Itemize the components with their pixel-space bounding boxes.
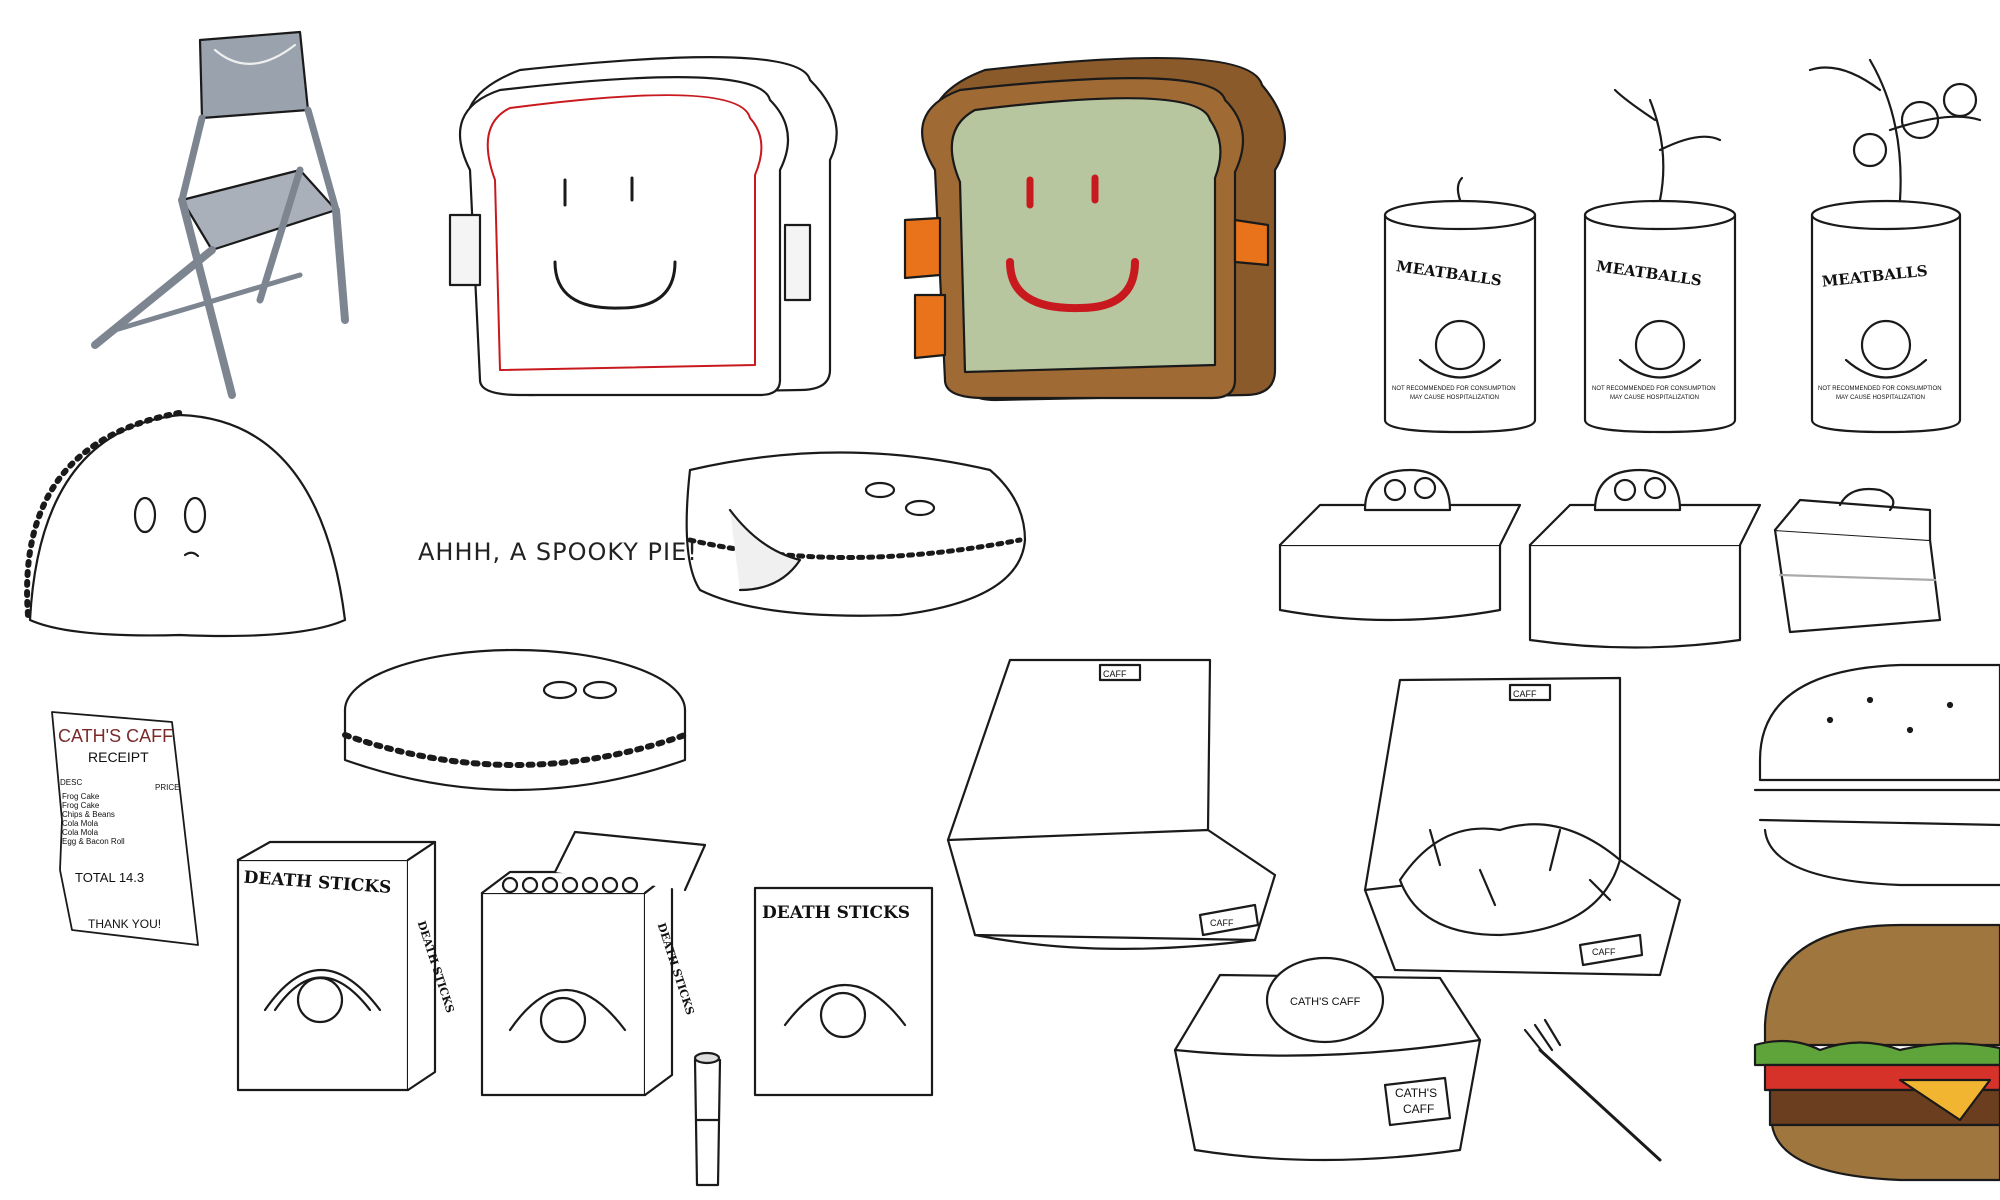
meatball-can-1: [1383, 176, 1537, 434]
receipt-item: Egg & Bacon Roll: [62, 837, 125, 846]
pasty-illustration: [24, 409, 347, 638]
receipt-col-desc: DESC: [60, 778, 82, 787]
receipt-heading: RECEIPT: [88, 749, 149, 765]
receipt-item: Frog Cake: [62, 801, 100, 810]
pasta-box-side-tag: CAFF: [1592, 947, 1616, 957]
receipt-col-price: PRICE: [155, 783, 179, 792]
receipt-thanks: THANK YOU!: [88, 917, 161, 931]
can-3-warning-1: NOT RECOMMENDED FOR CONSUMPTION: [1818, 386, 1942, 392]
receipt-total: TOTAL 14.3: [75, 870, 144, 885]
death-sticks-card: [753, 886, 934, 1097]
toast-colored-illustration: [903, 56, 1287, 402]
box-lid-tag: CAFF: [1103, 669, 1127, 679]
box-side-tag: CAFF: [1210, 918, 1234, 928]
receipt-shop-name: CATH'S CAFF: [58, 726, 173, 746]
can-2-warning-2: MAY CAUSE HOSPITALIZATION: [1610, 395, 1699, 401]
meatball-can-2: [1583, 88, 1737, 434]
closed-box-stamp-name: CATH'S CAFF: [1290, 996, 1361, 1008]
can-2-warning-1: NOT RECOMMENDED FOR CONSUMPTION: [1592, 386, 1716, 392]
can-3-warning-2: MAY CAUSE HOSPITALIZATION: [1836, 395, 1925, 401]
closed-box-sticker-2: CAFF: [1403, 1102, 1434, 1116]
takeaway-box-closed: [1173, 956, 1482, 1162]
frog-cake-1: [1278, 468, 1522, 622]
closed-box-sticker-1: CATH'S: [1395, 1086, 1437, 1100]
death-sticks-pack-open: [480, 830, 707, 1097]
receipt-item: Cola Mola: [62, 828, 99, 837]
receipt-item: Chips & Beans: [62, 810, 115, 819]
takeaway-box-pasta: [1363, 676, 1682, 977]
receipt-item: Frog Cake: [62, 792, 100, 801]
card-brand: DEATH STICKS: [762, 903, 910, 923]
whole-pie-illustration: [342, 648, 688, 792]
spooky-pie-caption: AHHH, A SPOOKY PIE!: [418, 538, 698, 566]
receipt-item: Cola Mola: [62, 819, 99, 828]
pasta-box-lid-tag: CAFF: [1513, 689, 1537, 699]
frog-cake-slice: [1773, 487, 1942, 634]
death-sticks-pack-closed: [236, 840, 437, 1092]
burger-colored-illustration: [1753, 923, 2000, 1182]
meatball-can-3: [1808, 58, 1982, 434]
cigarette-illustration: [693, 1051, 722, 1187]
receipt-illustration: [51, 711, 199, 946]
bitten-pie-illustration: [685, 451, 1027, 617]
burger-outline-illustration: [1753, 663, 2000, 887]
can-1-warning-2: MAY CAUSE HOSPITALIZATION: [1410, 395, 1499, 401]
folding-chair-illustration: [91, 30, 349, 399]
plastic-fork-illustration: [1523, 1018, 1662, 1162]
frog-cake-2: [1528, 468, 1762, 649]
takeaway-box-empty: [946, 658, 1277, 950]
toast-outline-illustration: [448, 56, 838, 397]
can-1-warning-1: NOT RECOMMENDED FOR CONSUMPTION: [1392, 386, 1516, 392]
